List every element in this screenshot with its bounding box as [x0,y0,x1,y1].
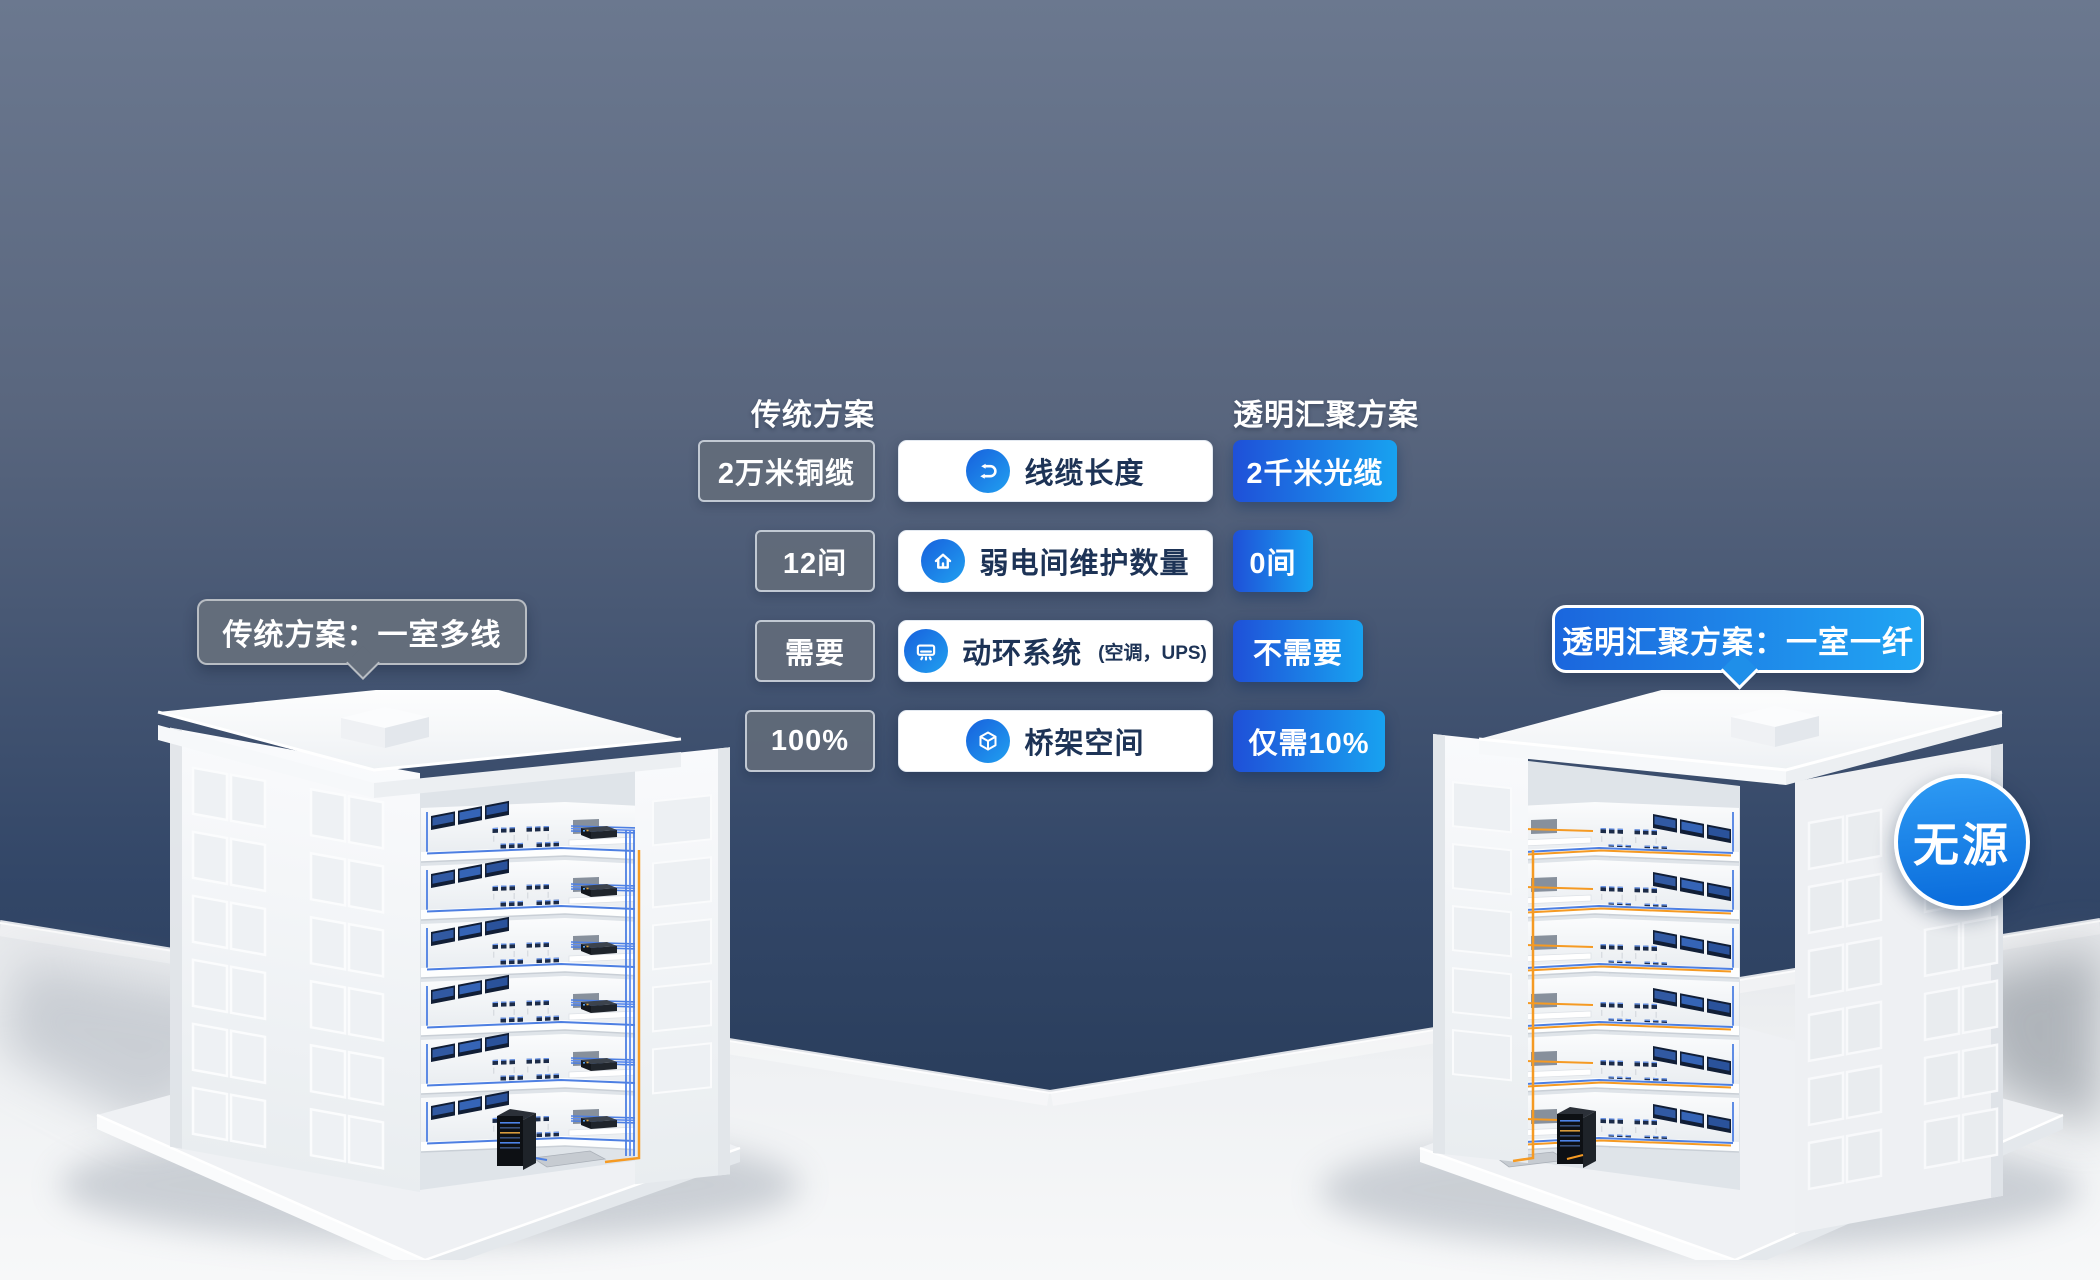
metric-label: 线缆长度 [1024,458,1145,490]
left-building-callout-label: 传统方案：一室多线 [222,619,502,652]
passive-badge: 无源 [1894,774,2030,910]
modern-value-env-system: 不需要 [1233,620,1363,682]
left-building-right-pillar [635,747,730,1185]
transparent-column-header: 透明汇聚方案 [1233,399,1419,432]
left-building-facade [170,727,420,1193]
left-building-callout: 传统方案：一室多线 [197,599,527,680]
modern-value-room-count: 0间 [1233,530,1313,592]
server-rack [1557,1107,1596,1168]
right-building-left-pillar [1433,734,1528,1164]
traditional-value-env-system: 需要 [755,620,875,682]
right-building-callout: 透明汇聚方案：一室一纤 [1552,605,1924,690]
right-building-callout-label: 透明汇聚方案：一室一纤 [1562,624,1914,660]
fiber-cable [1512,850,1535,1163]
left-building-roof [157,690,682,798]
metric-tray-space: 桥架空间 [898,710,1213,772]
metric-suffix: (空调，UPS) [1098,642,1207,664]
server-rack [497,1109,536,1170]
tray-space-icon [966,719,1011,763]
right-building-roof [1478,690,2003,785]
room-count-icon [921,539,966,583]
traditional-column-header: 传统方案 [751,399,875,432]
cable-length-icon [966,449,1011,493]
floor-switch-pad [531,1150,607,1168]
metric-label: 动环系统 [962,638,1083,670]
traditional-value-room-count: 12间 [755,530,875,592]
traditional-value-cable-length: 2万米铜缆 [698,440,875,502]
env-system-icon [904,629,949,673]
metric-label: 弱电间维护数量 [979,548,1190,580]
metric-env-system: 动环系统 (空调，UPS) [898,620,1213,682]
metric-label: 桥架空间 [1024,728,1145,760]
traditional-value-tray-space: 100% [745,710,875,772]
modern-value-cable-length: 2千米光缆 [1233,440,1397,502]
fiber-cable [604,850,641,1164]
modern-value-tray-space: 仅需10% [1233,710,1385,772]
metric-cable-length: 线缆长度 [898,440,1213,502]
left-building-illustration [96,690,741,1260]
right-building-illustration [1419,690,2064,1260]
metric-room-count: 弱电间维护数量 [898,530,1213,592]
